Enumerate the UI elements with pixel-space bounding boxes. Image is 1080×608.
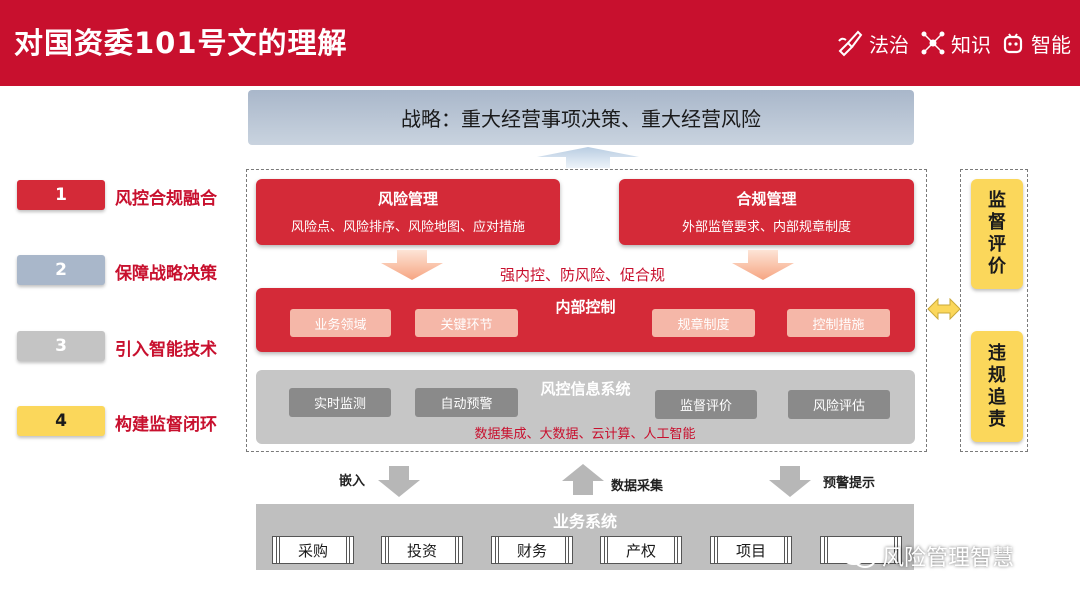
brand-item-law: 法治 xyxy=(836,26,909,60)
num-badge-3: 3 xyxy=(17,331,105,361)
num-label-1: 风控合规融合 xyxy=(115,189,217,209)
robot-icon xyxy=(1003,33,1023,54)
num-label-2: 保障战略决策 xyxy=(115,264,217,284)
brand-label-ai: 智能 xyxy=(1031,32,1071,57)
up-arrow-collect-icon xyxy=(562,464,604,495)
compliance-management-box: 合规管理 外部监管要求、内部规章制度 xyxy=(619,179,914,245)
side-dashed-frame xyxy=(960,169,1028,452)
chip-realtime-monitor: 实时监测 xyxy=(289,388,391,417)
num-label-3: 引入智能技术 xyxy=(115,340,217,360)
down-arrow-right-icon xyxy=(732,250,794,280)
chip-key-link: 关键环节 xyxy=(415,309,518,337)
risk-management-title: 风险管理 xyxy=(377,190,438,208)
compliance-management-title: 合规管理 xyxy=(736,190,797,208)
internal-control-title: 内部控制 xyxy=(555,298,616,316)
risk-info-system-title: 风控信息系统 xyxy=(540,380,631,398)
num-badge-4: 4 xyxy=(17,406,105,436)
chip-control-measures: 控制措施 xyxy=(787,309,890,337)
strategy-bar: 战略：重大经营事项决策、重大经营风险 xyxy=(248,90,914,145)
num-badge-1: 1 xyxy=(17,180,105,210)
brand-label-law: 法治 xyxy=(869,32,909,57)
chip-risk-assessment: 风险评估 xyxy=(788,390,890,419)
risk-management-subtitle: 风险点、风险排序、风险地图、应对措施 xyxy=(290,220,525,235)
page-title: 对国资委101号文的理解 xyxy=(14,26,348,60)
down-arrow-alert-icon xyxy=(769,466,811,497)
num-label-4: 构建监督闭环 xyxy=(115,415,217,435)
supervision-pill: 监督评价 xyxy=(971,179,1023,289)
business-system-box: 业务系统 xyxy=(256,504,914,570)
watermark: 风险管理智慧 xyxy=(840,540,1014,572)
biz-item-property: 产权 xyxy=(600,536,682,564)
tech-text: 数据集成、大数据、云计算、人工智能 xyxy=(474,427,696,442)
down-arrow-left-icon xyxy=(381,250,443,280)
chip-supervision-eval: 监督评价 xyxy=(655,390,757,419)
chip-rules: 规章制度 xyxy=(652,309,755,337)
accountability-pill-label: 违规追责 xyxy=(988,342,1006,430)
compliance-management-subtitle: 外部监管要求、内部规章制度 xyxy=(681,220,851,235)
biz-item-extra xyxy=(820,536,902,564)
biz-item-finance: 财务 xyxy=(491,536,573,564)
embed-label: 嵌入 xyxy=(339,474,366,489)
chat-bubbles-icon xyxy=(841,543,876,568)
double-arrow-icon xyxy=(927,298,961,320)
chip-auto-alert: 自动预警 xyxy=(415,388,518,417)
brand-item-ai: 智能 xyxy=(1000,26,1071,60)
hand-pen-icon xyxy=(838,30,863,57)
chip-business-domain: 业务领域 xyxy=(290,309,391,337)
core-dashed-frame xyxy=(246,169,927,452)
biz-item-investment: 投资 xyxy=(381,536,463,564)
watermark-text: 风险管理智慧 xyxy=(882,546,1015,571)
up-arrow-strategy-icon xyxy=(537,147,639,168)
business-system-title: 业务系统 xyxy=(552,512,617,531)
biz-item-procurement: 采购 xyxy=(272,536,354,564)
brand-item-knowledge: 知识 xyxy=(920,26,991,60)
accountability-pill: 违规追责 xyxy=(971,331,1023,442)
down-arrow-embed-icon xyxy=(378,466,420,497)
risk-management-box: 风险管理 风险点、风险排序、风险地图、应对措施 xyxy=(256,179,560,245)
biz-item-project: 项目 xyxy=(710,536,792,564)
network-nodes-icon xyxy=(921,31,945,55)
slogan-text: 强内控、防风险、促合规 xyxy=(500,266,666,284)
brand-label-knowledge: 知识 xyxy=(951,32,991,57)
header-bar xyxy=(0,0,1080,86)
supervision-pill-label: 监督评价 xyxy=(988,190,1006,277)
num-badge-2: 2 xyxy=(17,255,105,285)
collect-label: 数据采集 xyxy=(611,479,664,494)
alert-label: 预警提示 xyxy=(823,476,876,491)
